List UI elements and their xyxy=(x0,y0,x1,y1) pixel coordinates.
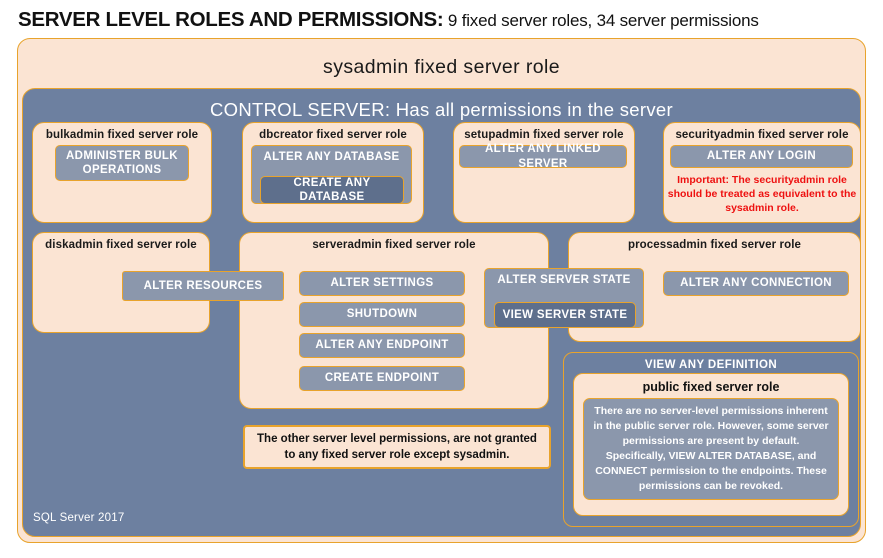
control-server-label: CONTROL SERVER: Has all permissions in t… xyxy=(210,99,673,120)
role-title-serveradmin: serveradmin fixed server role xyxy=(312,239,476,251)
public-role-description: There are no server-level permissions in… xyxy=(583,398,839,500)
sysadmin-role-label: sysadmin fixed server role xyxy=(323,56,560,78)
securityadmin-warning-text: Important: The securityadmin role should… xyxy=(667,174,857,215)
role-title-dbcreator: dbcreator fixed server role xyxy=(259,129,407,141)
permission-alter-settings[interactable]: ALTER SETTINGS xyxy=(299,271,465,296)
page-title-main: SERVER LEVEL ROLES AND PERMISSIONS: xyxy=(18,8,444,31)
permission-view-any-definition-label: VIEW ANY DEFINITION xyxy=(644,359,778,371)
role-box-diskadmin: diskadmin fixed server role xyxy=(32,232,210,333)
permission-view-server-state[interactable]: VIEW SERVER STATE xyxy=(494,302,636,328)
permission-shutdown[interactable]: SHUTDOWN xyxy=(299,302,465,327)
permission-create-endpoint[interactable]: CREATE ENDPOINT xyxy=(299,366,465,391)
permission-alter-any-linked-server[interactable]: ALTER ANY LINKED SERVER xyxy=(459,143,627,170)
page-title-subtitle: 9 fixed server roles, 34 server permissi… xyxy=(443,11,759,30)
permission-create-any-database[interactable]: CREATE ANY DATABASE xyxy=(260,176,404,204)
permission-alter-resources[interactable]: ALTER RESOURCES xyxy=(122,271,284,301)
permission-alter-any-database-label: ALTER ANY DATABASE xyxy=(263,151,400,163)
permission-administer-bulk-operations[interactable]: ADMINISTER BULK OPERATIONS xyxy=(55,145,189,181)
role-title-public: public fixed server role xyxy=(642,380,780,394)
footer-version-label: SQL Server 2017 xyxy=(33,512,125,524)
page-title: SERVER LEVEL ROLES AND PERMISSIONS: 9 fi… xyxy=(18,8,878,38)
permission-alter-any-endpoint[interactable]: ALTER ANY ENDPOINT xyxy=(299,333,465,358)
permission-alter-server-state-label: ALTER SERVER STATE xyxy=(497,274,631,286)
role-title-diskadmin: diskadmin fixed server role xyxy=(45,239,197,251)
role-title-securityadmin: securityadmin fixed server role xyxy=(675,129,849,141)
role-box-securityadmin: securityadmin fixed server role xyxy=(663,122,861,223)
permission-alter-any-connection[interactable]: ALTER ANY CONNECTION xyxy=(663,271,849,296)
other-permissions-note: The other server level permissions, are … xyxy=(243,425,551,469)
permission-alter-any-login[interactable]: ALTER ANY LOGIN xyxy=(670,145,853,168)
role-title-setupadmin: setupadmin fixed server role xyxy=(464,129,624,141)
role-title-bulkadmin: bulkadmin fixed server role xyxy=(45,129,199,141)
role-title-processadmin: processadmin fixed server role xyxy=(627,239,802,251)
role-box-setupadmin: setupadmin fixed server role xyxy=(453,122,635,223)
other-permissions-note-text: The other server level permissions, are … xyxy=(257,432,537,461)
